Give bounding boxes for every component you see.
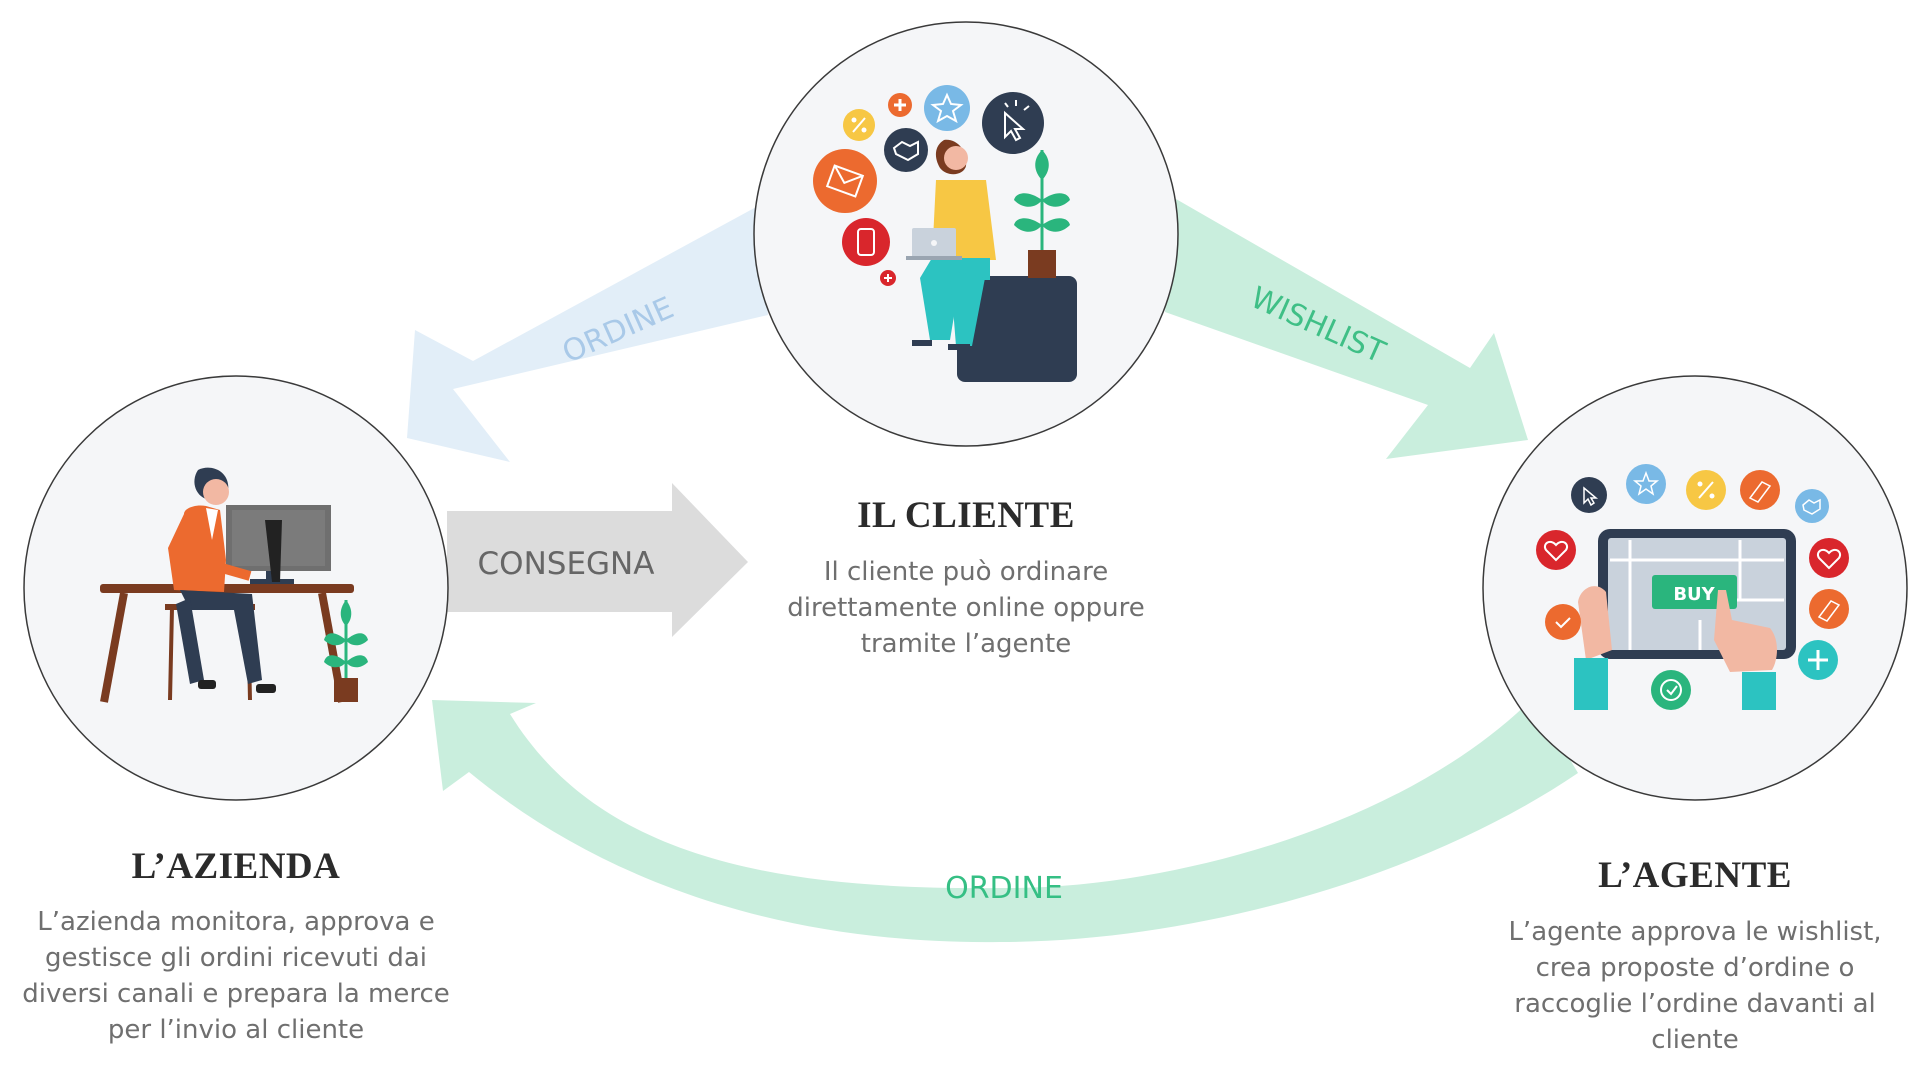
- cliente-description-line: tramite l’agente: [860, 629, 1072, 659]
- cliente-title: IL CLIENTE: [857, 495, 1075, 536]
- arrow-consegna-label: CONSEGNA: [478, 546, 655, 582]
- tag-icon: [1740, 470, 1780, 510]
- arrow-ordine-cliente-azienda: ORDINE: [407, 206, 768, 462]
- arrow-consegna-azienda-cliente: CONSEGNA: [447, 483, 748, 637]
- azienda-description-line: L’azienda monitora, approva e: [37, 907, 435, 937]
- heart-icon: [1809, 538, 1849, 578]
- heart-icon: [1536, 530, 1576, 570]
- star-icon: [924, 85, 970, 131]
- azienda-description: L’azienda monitora, approva e gestisce g…: [6, 904, 466, 1048]
- azienda-title: L’AZIENDA: [131, 846, 341, 887]
- woman-laptop-illustration: [906, 139, 1077, 382]
- handshake-icon: [1795, 489, 1829, 523]
- buy-button: [1652, 575, 1737, 609]
- cliente-icon-cluster: [813, 85, 1044, 286]
- clock-icon: [1651, 670, 1691, 710]
- arrow-wishlist-shape: [1165, 199, 1528, 459]
- cliente-description: Il cliente può ordinare direttamente onl…: [736, 554, 1196, 662]
- envelope-icon: [813, 149, 877, 213]
- node-azienda: [23, 375, 449, 801]
- agente-title: L’AGENTE: [1598, 855, 1792, 896]
- arrow-ordine-bottom-label: ORDINE: [945, 871, 1063, 906]
- arrow-consegna-shape: [447, 483, 748, 637]
- node-agente: BUY: [1482, 375, 1908, 801]
- tag-icon: [1809, 589, 1849, 629]
- arrow-ordine-bottom-shape: [432, 698, 1578, 943]
- cliente-description-line: Il cliente può ordinare: [823, 557, 1109, 587]
- arrow-ordine-agente-azienda: ORDINE: [432, 698, 1578, 943]
- cursor-click-icon: [982, 92, 1044, 154]
- smartphone-icon: [842, 218, 890, 266]
- agente-description-line: L’agente approva le wishlist,: [1508, 917, 1882, 947]
- check-icon: [1545, 604, 1581, 640]
- arrow-ordine-top-shape: [407, 206, 768, 462]
- plus-icon: [888, 93, 912, 117]
- azienda-description-line: per l’invio al cliente: [107, 1015, 365, 1045]
- percent-icon: [1686, 470, 1726, 510]
- agente-description-line: cliente: [1651, 1025, 1739, 1055]
- cursor-click-icon: [1571, 477, 1607, 513]
- azienda-description-line: diversi canali e prepara la merce: [22, 979, 450, 1009]
- azienda-description-line: gestisce gli ordini ricevuti dai: [44, 943, 428, 973]
- handshake-icon: [884, 128, 928, 172]
- small-plus-icon: [880, 270, 896, 286]
- plus-icon: [1798, 640, 1838, 680]
- cliente-description-line: direttamente online oppure: [787, 593, 1145, 623]
- agente-description: L’agente approva le wishlist, crea propo…: [1465, 914, 1920, 1058]
- tablet-illustration: BUY: [1574, 529, 1796, 710]
- agente-description-line: raccoglie l’ordine davanti al: [1514, 989, 1876, 1019]
- buy-button-label: BUY: [1673, 584, 1715, 605]
- agente-icon-cluster: [1536, 464, 1849, 710]
- man-at-desk-illustration: [100, 467, 368, 703]
- percent-icon: [843, 109, 875, 141]
- node-cliente: [753, 21, 1179, 447]
- arrow-wishlist-cliente-agente: WISHLIST: [1165, 199, 1528, 459]
- star-icon: [1626, 464, 1666, 504]
- agente-description-line: crea proposte d’ordine o: [1535, 953, 1855, 983]
